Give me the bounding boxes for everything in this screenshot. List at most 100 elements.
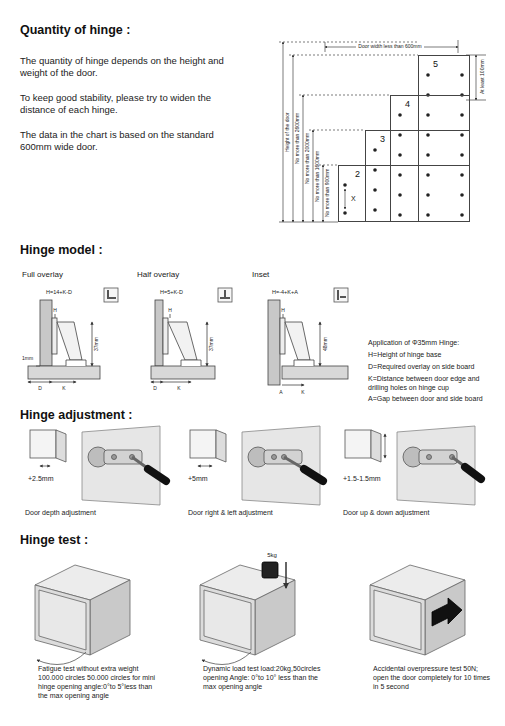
dimension-letter: D — [153, 385, 157, 392]
adjust-panel — [56, 430, 66, 462]
dimension-lines — [466, 100, 486, 101]
dimension-letter: K — [62, 385, 65, 392]
hinge-dot — [426, 173, 430, 177]
test-cabinet — [37, 652, 86, 665]
dimension: 48mm — [323, 337, 328, 351]
hinge-dot — [460, 153, 464, 157]
full-overlay-hinge — [55, 314, 56, 318]
half-overlay-hinge — [163, 318, 168, 354]
adjust-range: +5mm — [188, 474, 208, 483]
door-outline: 4 — [390, 95, 470, 222]
note: To keep good stability, please try to wi… — [20, 92, 225, 117]
adjust-panel — [112, 455, 117, 460]
inset-hinge — [282, 366, 348, 379]
hinge-dot — [398, 113, 402, 117]
dimension-letter: K — [301, 389, 304, 396]
note: The quantity of hinge depends on the hei… — [20, 55, 225, 80]
adjust-panel — [30, 430, 56, 458]
test-cabinet — [90, 580, 130, 655]
dimension: No more than 900mm — [325, 169, 330, 217]
dimension-letter: K — [177, 385, 180, 392]
section-heading: Quantity of hinge : — [20, 22, 130, 38]
door-outline: 5 — [418, 55, 470, 222]
legend-note: D=Required overlay on side board — [368, 362, 500, 371]
adjust-panel — [304, 469, 323, 481]
full-overlay-hinge — [57, 322, 82, 360]
hinge-dot — [373, 148, 377, 152]
dimension: 37mm — [209, 337, 214, 351]
legend-note: K=Distance between door edge and drillin… — [368, 374, 500, 392]
half-overlay-hinge — [151, 382, 163, 383]
hinge-dot — [426, 193, 430, 197]
dimension: No more than 2600mm — [295, 112, 300, 163]
inset-hinge — [294, 360, 314, 366]
half-overlay-hinge — [151, 300, 215, 382]
dimension-letter: H — [281, 307, 285, 314]
hinge-dot — [460, 193, 464, 197]
test-cabinet — [200, 585, 255, 655]
dimension-lines — [345, 189, 346, 209]
dimension-letter: H — [168, 307, 172, 314]
inset-hinge — [320, 322, 321, 366]
inset-hinge — [282, 385, 304, 386]
dimension: 1mm — [22, 355, 33, 362]
hinge-dot — [398, 153, 402, 157]
dimension: 37mm — [94, 337, 99, 351]
inset-hinge — [280, 318, 285, 354]
test-cabinet — [255, 580, 295, 655]
inset-hinge — [283, 314, 284, 318]
caption: Dynamic load test load:20kg,50circles op… — [203, 664, 328, 691]
adjust-range: +2.5mm — [28, 474, 53, 483]
half-overlay-hinge — [168, 322, 197, 360]
test-cabinet — [39, 590, 86, 650]
test-cabinet — [35, 585, 90, 655]
dimension-lines — [319, 165, 338, 166]
dimension-letter: A — [279, 389, 282, 396]
adjust-panel — [198, 466, 212, 467]
dimension: Height of the door — [285, 112, 290, 152]
caption: Door right & left adjustment — [188, 508, 338, 517]
inset-hinge — [268, 300, 348, 385]
test-cabinet — [374, 590, 421, 650]
section-heading: Hinge adjustment : — [20, 407, 133, 423]
inset-hinge — [285, 322, 310, 360]
test-cabinet — [425, 580, 465, 655]
door-outline: 2X — [338, 165, 470, 222]
full-overlay-hinge — [52, 318, 57, 354]
test-cabinet — [35, 565, 130, 665]
half-overlay-hinge — [151, 366, 215, 379]
overlay-icons — [338, 290, 346, 300]
half-overlay-hinge — [181, 360, 201, 366]
section-heading: Hinge model : — [20, 242, 103, 258]
overlay-icons — [218, 288, 232, 302]
model-name: Full overlay — [22, 270, 63, 280]
dimension-lines — [279, 40, 486, 222]
half-overlay-hinge — [163, 382, 191, 383]
hinge-dot — [426, 113, 430, 117]
adjust-panel — [242, 426, 320, 505]
hinge-dot — [343, 183, 347, 187]
adjust-panel — [419, 450, 457, 464]
full-overlay-hinge — [52, 382, 76, 383]
hinge-dot — [373, 208, 377, 212]
dimension-lines — [476, 55, 477, 100]
legend-note: H=Height of hinge base — [368, 350, 500, 359]
full-overlay-hinge — [36, 366, 40, 367]
adjust-panel — [216, 430, 226, 462]
hinge-dot — [460, 133, 464, 137]
formula: H=-4+K+A — [272, 289, 298, 296]
caption: Accidental overpressure test 50N; open t… — [373, 664, 495, 691]
hinge-dot — [426, 153, 430, 157]
dimension: At least 100mm — [480, 60, 485, 95]
formula: H=5+K-D — [160, 289, 183, 296]
section-heading: Hinge test : — [20, 532, 88, 548]
dimension-lines — [325, 42, 326, 52]
hinge-dot — [373, 188, 377, 192]
test-cabinet — [262, 562, 278, 578]
caption: Fatigue test without extra weight 100.00… — [38, 664, 163, 700]
adjust-panel — [264, 450, 302, 464]
dimension-lines — [279, 222, 338, 223]
adjust-panel — [30, 426, 166, 505]
half-overlay-hinge — [170, 314, 171, 318]
adjust-panel — [40, 466, 50, 467]
